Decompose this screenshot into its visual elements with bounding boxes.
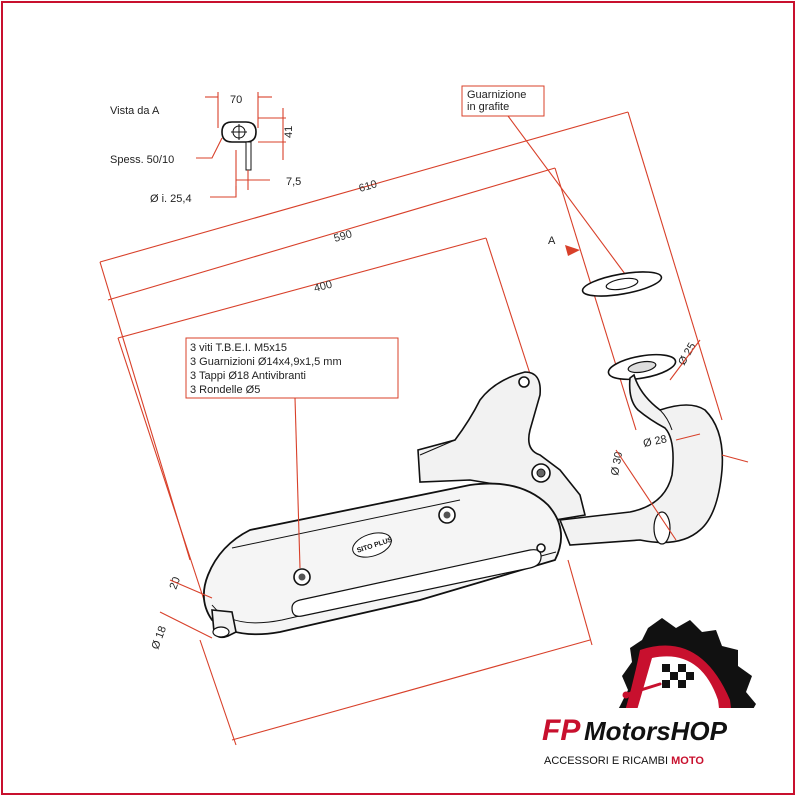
- dim-d25: Ø 25: [676, 341, 698, 368]
- kit-item-2: 3 Guarnizioni Ø14x4,9x1,5 mm: [190, 356, 342, 368]
- kit-item-1: 3 viti T.B.E.I. M5x15: [190, 342, 287, 354]
- silencer-body: SITO PLUS: [202, 482, 562, 636]
- dim-7-5: 7,5: [286, 176, 301, 188]
- kit-item-3: 3 Tappi Ø18 Antivibranti: [190, 370, 306, 382]
- dim-400: 400: [313, 279, 334, 295]
- gasket-label-line1: Guarnizione: [467, 89, 526, 101]
- gasket-callout: Guarnizione in grafite: [461, 85, 629, 279]
- logo-tagline: ACCESSORI E RICAMBI MOTO: [544, 755, 704, 767]
- dim-20: 20: [168, 575, 183, 591]
- dim-d30: Ø 30: [609, 451, 625, 477]
- arrow-a-label: A: [548, 235, 556, 247]
- kit-item-4: 3 Rondelle Ø5: [190, 384, 260, 396]
- exhaust-flange: [607, 353, 677, 381]
- inner-diameter-label: Ø i. 25,4: [150, 193, 192, 205]
- logo-tagline-pre: ACCESSORI E RICAMBI: [544, 755, 671, 767]
- dim-590: 590: [333, 228, 354, 245]
- dim-d28: Ø 28: [642, 433, 668, 450]
- gasket-plate: [581, 271, 663, 297]
- logo-motorshop: MotorsHOP: [584, 716, 728, 746]
- gasket-label-line2: in grafite: [467, 101, 509, 113]
- view-arrow-a: A: [548, 235, 580, 256]
- header-pipe: [558, 373, 724, 546]
- dim-d18: Ø 18: [150, 625, 169, 652]
- dim-41: 41: [283, 126, 295, 138]
- fp-motorshop-logo: FP MotorsHOP ACCESSORI E RICAMBI MOTO: [540, 618, 760, 767]
- view-a-detail: Vista da A 70 41 Spess. 50/10 7,5 Ø i. 2…: [110, 92, 301, 205]
- dim-610: 610: [358, 178, 379, 195]
- thickness-label: Spess. 50/10: [110, 154, 174, 166]
- dim-70: 70: [230, 94, 242, 106]
- dimension-lines: 610 590 400: [99, 111, 723, 746]
- logo-tagline-moto: MOTO: [671, 755, 704, 767]
- pipe-diameter-labels: Ø 25 Ø 28 Ø 30: [609, 339, 749, 541]
- kit-list-box: 3 viti T.B.E.I. M5x15 3 Guarnizioni Ø14x…: [185, 337, 399, 569]
- view-a-title: Vista da A: [110, 105, 160, 117]
- logo-fp: FP: [542, 714, 581, 747]
- mounting-bracket: [417, 371, 586, 521]
- brand-badge: SITO PLUS: [352, 532, 394, 558]
